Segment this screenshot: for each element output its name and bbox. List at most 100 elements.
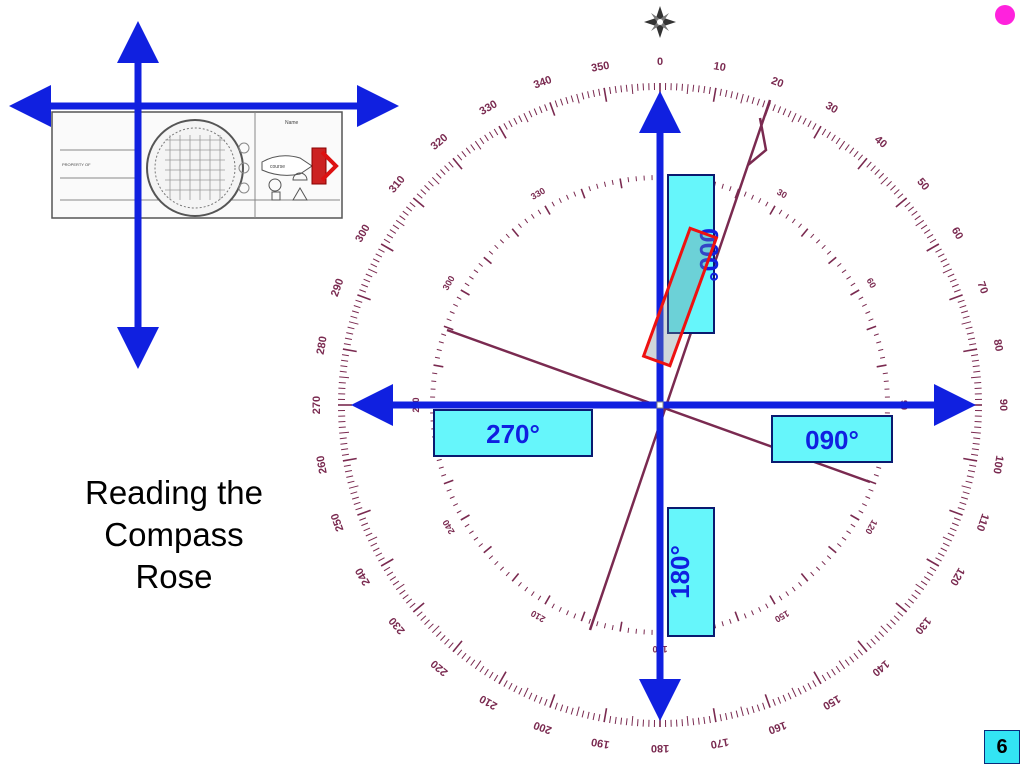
outer-ring-label: 70 [975,280,990,296]
outer-ring-tick [712,87,717,102]
outer-ring-tick [620,85,623,93]
outer-ring-tick [935,248,942,253]
outer-ring-tick [416,611,423,617]
inner-ring-tick [873,333,879,336]
outer-ring-tick [440,635,446,641]
outer-ring-tick [914,589,921,595]
inner-ring-tick [441,333,447,336]
outer-ring-tick [756,98,760,106]
outer-ring-tick [428,180,434,187]
outer-ring-tick [849,656,855,663]
outer-ring-tick [942,542,950,547]
inner-ring-tick [518,581,522,587]
outer-ring-label: 170 [710,735,730,750]
outer-ring-tick [465,147,471,154]
outer-ring-tick [378,557,385,562]
inner-ring-tick [876,466,882,469]
outer-ring-tick [756,704,760,712]
inner-ring-tick [765,603,769,609]
outer-ring-tick [974,382,982,384]
inner-ring-tick [858,296,864,300]
outer-ring-tick [813,671,822,685]
inner-ring-tick [758,198,762,204]
outer-ring-label: 160 [767,719,788,737]
inner-ring-tick [438,466,444,469]
outer-ring-tick [971,453,979,456]
outer-ring-tick [904,602,911,608]
inner-ring-tick [588,186,591,192]
outer-ring-tick [826,671,832,679]
inner-ring-tick [850,523,856,528]
outer-ring-tick [949,509,963,516]
inner-ring-tick [537,209,542,215]
outer-ring-tick [435,631,442,637]
outer-ring-tick [971,354,979,357]
outer-ring-tick [493,674,499,682]
outer-ring-tick [966,475,974,478]
outer-ring-tick [751,96,755,104]
outer-ring-tick [949,278,957,283]
outer-ring-tick [878,173,885,179]
inner-ring-tick [524,586,529,592]
outer-ring-tick [479,665,485,673]
outer-ring-tick [440,169,446,175]
inner-ring-tick [473,269,479,274]
outer-ring-tick [392,580,400,586]
outer-ring-tick [697,717,700,725]
outer-ring-tick [355,507,363,511]
outer-ring-tick [929,566,937,572]
outer-ring-tick [338,426,346,428]
inner-ring-tick [850,282,856,287]
outer-ring-label: 240 [353,566,373,588]
outer-ring-tick [929,238,937,244]
outer-ring-tick [686,84,689,95]
inner-ring-tick [826,555,832,560]
outer-ring-tick [880,625,889,634]
inner-ring-tick [483,545,493,554]
outer-ring-label: 110 [974,512,991,533]
inner-ring-tick [603,181,607,187]
outer-ring-tick [470,659,476,666]
outer-ring-tick [581,710,585,718]
outer-ring-tick [807,120,812,128]
outer-ring-tick [609,86,612,94]
outer-ring-tick [725,89,728,97]
inner-ring-tick [751,194,754,200]
outer-ring-tick [380,243,394,252]
outer-ring-tick [576,93,580,104]
outer-ring-tick [791,687,797,698]
outer-ring-tick [947,532,955,537]
inner-ring-tick [826,250,832,255]
outer-ring-tick [581,92,585,100]
center-marker [656,401,664,409]
inner-ring-tick [473,536,479,541]
outer-ring-label: 180 [651,742,669,754]
outer-ring-tick [893,189,900,195]
outer-ring-tick [513,117,518,125]
outer-ring-tick [609,716,612,724]
outer-ring-tick [844,659,850,666]
inner-ring-tick [883,380,889,382]
inner-ring-tick [815,566,821,571]
inner-ring-tick [443,479,454,485]
outer-ring-tick [378,248,385,253]
outer-ring-tick [560,98,564,106]
outer-ring-tick [971,448,979,451]
outer-ring-tick [712,708,717,723]
outer-ring-tick [412,197,425,208]
outer-ring-tick [874,635,880,641]
outer-ring-tick [570,707,574,715]
outer-ring-tick [831,134,836,142]
outer-ring-tick [350,315,358,319]
inner-ring-tick [453,303,459,307]
outer-ring-label: 310 [387,174,408,196]
outer-ring-tick [342,348,357,353]
outer-ring-tick [598,714,601,722]
inner-ring-tick [494,560,499,566]
outer-ring-tick [959,305,967,309]
outer-ring-tick [940,547,948,552]
inner-ring-tick [436,348,442,352]
inner-ring-tick [846,530,851,535]
outer-ring-label: 0 [657,56,663,68]
outer-ring-tick [725,713,728,721]
